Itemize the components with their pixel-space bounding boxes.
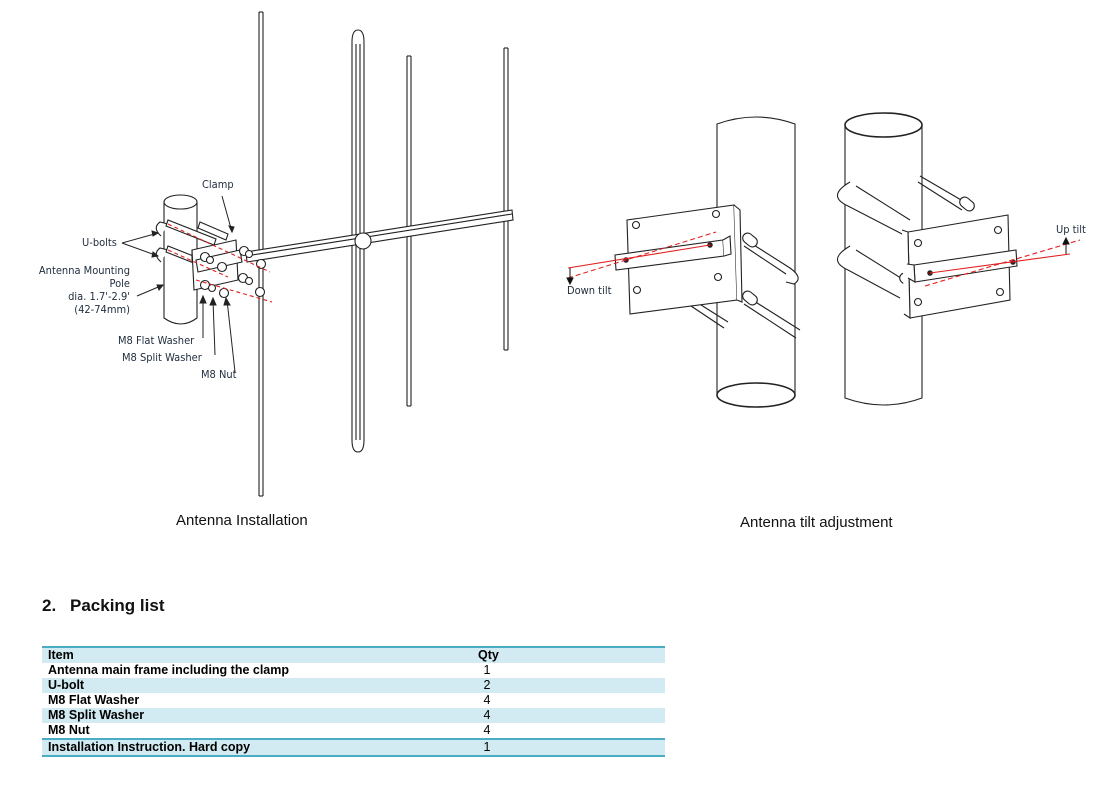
label-up-tilt: Up tilt: [1056, 223, 1086, 236]
bolt-axis-lines: [167, 223, 273, 303]
left-pole: [716, 116, 796, 408]
row-item: Installation Instruction. Hard copy: [42, 738, 478, 756]
director-element-2: [503, 47, 509, 351]
antenna-installation-drawing: [121, 11, 514, 497]
down-tilt-bracket: [614, 204, 743, 315]
label-down-tilt: Down tilt: [567, 284, 612, 297]
row-item: Antenna main frame including the clamp: [48, 663, 290, 677]
row-qty: 1: [478, 738, 665, 756]
row-item: M8 Split Washer: [42, 708, 478, 723]
table-header-row: Item Qty: [42, 647, 665, 663]
label-pole-mm: (42-74mm): [74, 303, 130, 316]
section-number: 2.: [42, 596, 57, 615]
label-pole-line2: Pole: [109, 277, 130, 290]
label-split-washer: M8 Split Washer: [122, 351, 202, 364]
label-flat-washer: M8 Flat Washer: [118, 334, 195, 347]
header-qty: Qty: [478, 647, 665, 663]
row-qty: 1: [483, 663, 491, 677]
antenna-boom: [245, 209, 514, 263]
label-nut: M8 Nut: [201, 368, 237, 381]
row-qty: 4: [483, 723, 491, 737]
section-heading: 2. Packing list: [42, 596, 164, 616]
label-pole-line1: Antenna Mounting: [38, 264, 130, 277]
table-row: Installation Instruction. Hard copy 1: [42, 738, 665, 756]
row-qty: 2: [478, 678, 665, 693]
up-tilt-bracket: [901, 214, 1018, 320]
washers-and-nuts: [199, 245, 267, 299]
tilt-axis-lines: [567, 231, 1081, 287]
table-row: Antenna main frame including the clamp 1: [42, 663, 665, 678]
table-row: U-bolt 2: [42, 678, 665, 693]
u-bolts: [155, 219, 229, 272]
caption-tilt-adjustment: Antenna tilt adjustment: [740, 514, 893, 531]
right-u-bolts: [836, 175, 975, 299]
section-title: Packing list: [70, 596, 165, 615]
clamp-plate: [191, 239, 243, 291]
label-u-bolts: U-bolts: [82, 236, 117, 249]
row-item: U-bolt: [42, 678, 478, 693]
header-item: Item: [42, 647, 478, 663]
table-row: M8 Flat Washer 4: [42, 693, 665, 708]
label-pole-diameter: dia. 1.7'-2.9': [68, 290, 130, 303]
right-pole: [844, 112, 923, 406]
table-row: M8 Split Washer 4: [42, 708, 665, 723]
row-item: M8 Nut: [48, 723, 90, 737]
packing-list-table: Item Qty Antenna main frame including th…: [42, 646, 665, 757]
caption-antenna-installation: Antenna Installation: [176, 512, 308, 529]
row-qty: 4: [483, 693, 491, 707]
table-row: M8 Nut 4: [42, 723, 665, 739]
row-item: M8 Flat Washer: [48, 693, 140, 707]
left-u-bolts: [687, 232, 801, 339]
row-qty: 4: [478, 708, 665, 723]
label-clamp: Clamp: [202, 178, 234, 191]
